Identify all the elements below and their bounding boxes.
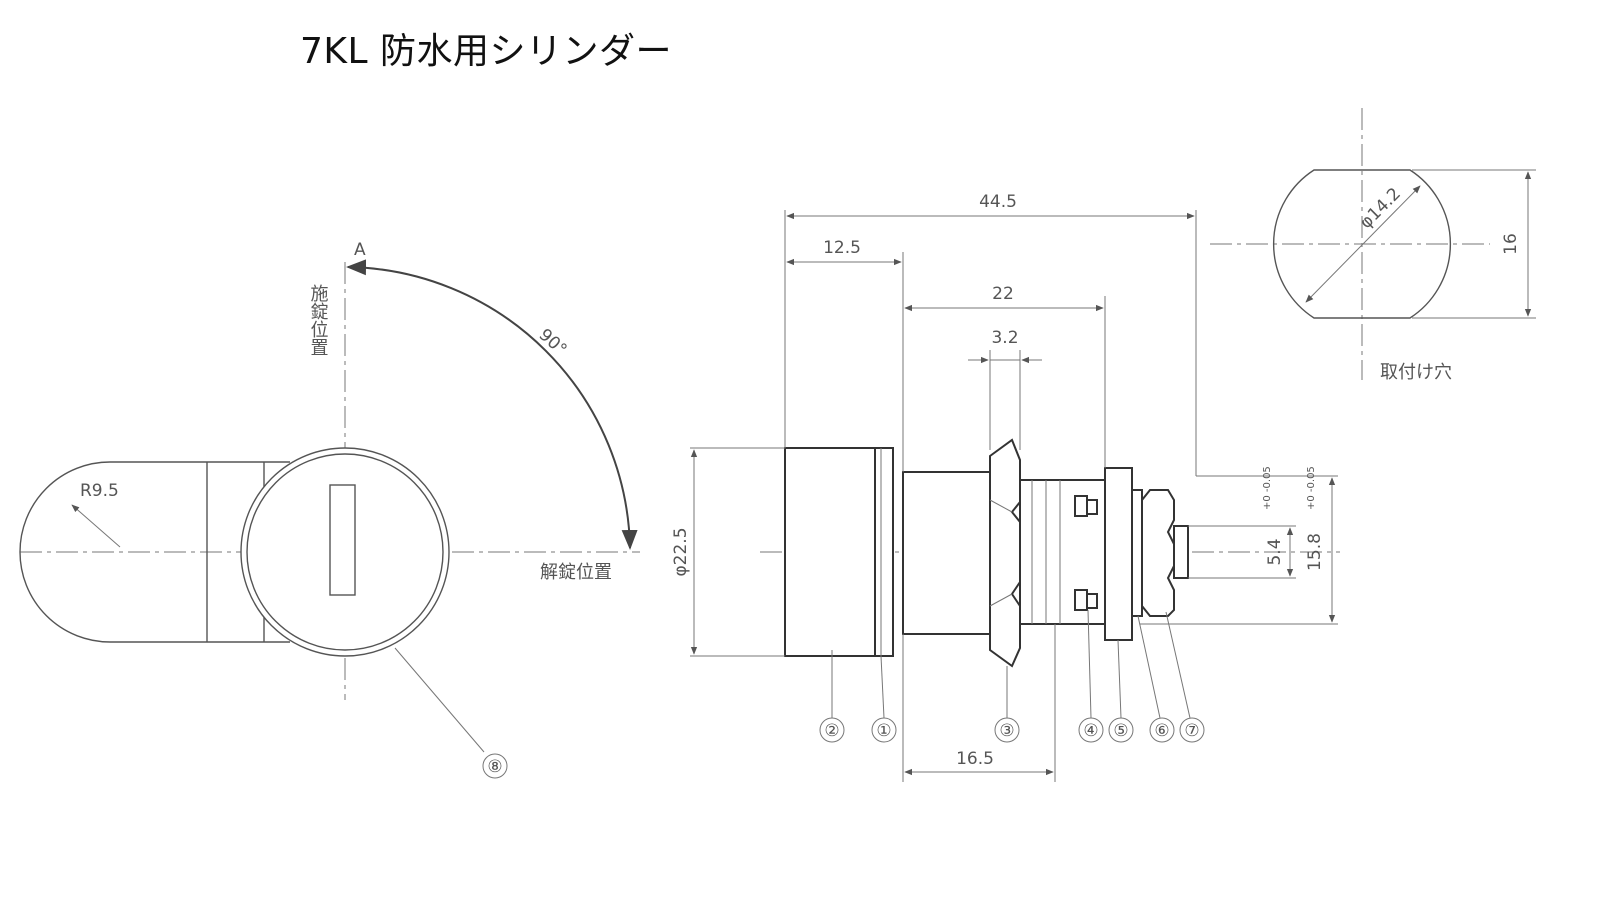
dim-key-slot-label: 5.4 [1265,538,1285,565]
key-slot [329,484,356,596]
balloon-2-circle [819,717,845,743]
dim-key-slot-tolerance: +0 -0.05 [1262,466,1273,510]
end-nut [1141,489,1175,617]
balloon-7-circle [1179,717,1205,743]
balloon-5-leader [1117,639,1122,719]
balloon-7-leader [1165,611,1191,719]
front-view: R9.5 90° A 施錠位置 解錠位置 ⑧ [19,240,640,779]
balloon-6-leader [1137,615,1161,719]
balloon-8-label: ⑧ [487,757,502,777]
balloon-5-label: ⑤ [1113,721,1128,741]
locked-position-label: 施錠位置 [308,284,329,356]
side-view: 44.5 12.5 22 3.2 16.5 φ22.5 5.4 +0 -0.05… [671,192,1340,782]
front-gasket [874,447,894,657]
balloon-3-label: ③ [999,721,1014,741]
balloon-8-circle [482,753,508,779]
balloon-1-circle [871,717,897,743]
balloon-4-label: ④ [1083,721,1098,741]
mounting-hole-label: 取付け穴 [1380,362,1452,383]
balloon-2-label: ② [824,721,839,741]
hole-diameter-line [1305,185,1421,303]
cylinder-inner-circle [246,453,444,651]
balloon-6-label: ⑥ [1154,721,1169,741]
balloon-3-circle [994,717,1020,743]
cam-body-outline [19,461,290,643]
balloon-6-circle [1149,717,1175,743]
radius-leader [71,504,121,548]
nut-facet-1 [989,499,1013,513]
spring-washer [1131,489,1143,617]
balloon-7-label: ⑦ [1184,721,1199,741]
angle-label: 90° [535,325,571,360]
cylinder-body [902,471,996,635]
hex-nut [989,438,1021,668]
balloon-5-circle [1108,717,1134,743]
shaft-tip [1173,525,1189,579]
radius-label: R9.5 [80,481,119,501]
pin-top [1074,495,1088,517]
diagram-title: 7KL 防水用シリンダー [300,31,673,72]
pin-bottom-tip [1086,593,1098,609]
unlocked-position-label: 解錠位置 [540,562,612,583]
balloon-1-label: ① [876,721,891,741]
axis-label-a: A [354,240,366,260]
dim-body-label: 22 [992,284,1014,304]
hole-width-label: 16 [1501,233,1521,255]
cylinder-head [784,447,876,657]
dim-diameter-label: φ22.5 [671,527,691,576]
pin-top-tip [1086,499,1098,515]
cam-washer [1104,467,1133,641]
mounting-hole-view: φ14.2 16 取付け穴 [1210,108,1536,383]
dim-overall-label: 44.5 [979,192,1017,212]
dim-nut-label: 3.2 [991,328,1018,348]
balloon-4-leader [1087,609,1092,719]
dim-head-label: 12.5 [823,238,861,258]
pin-bottom [1074,589,1088,611]
balloon-8-leader [394,647,485,753]
dim-thread-label: 16.5 [956,749,994,769]
balloon-1-leader [880,655,885,719]
rotation-arc [346,259,638,550]
nut-facet-2 [989,593,1013,607]
balloon-4-circle [1078,717,1104,743]
mounting-hole-outline [1273,169,1451,319]
dim-flat-label: 15.8 [1305,533,1325,571]
dim-flat-tolerance: +0 -0.05 [1306,466,1317,510]
